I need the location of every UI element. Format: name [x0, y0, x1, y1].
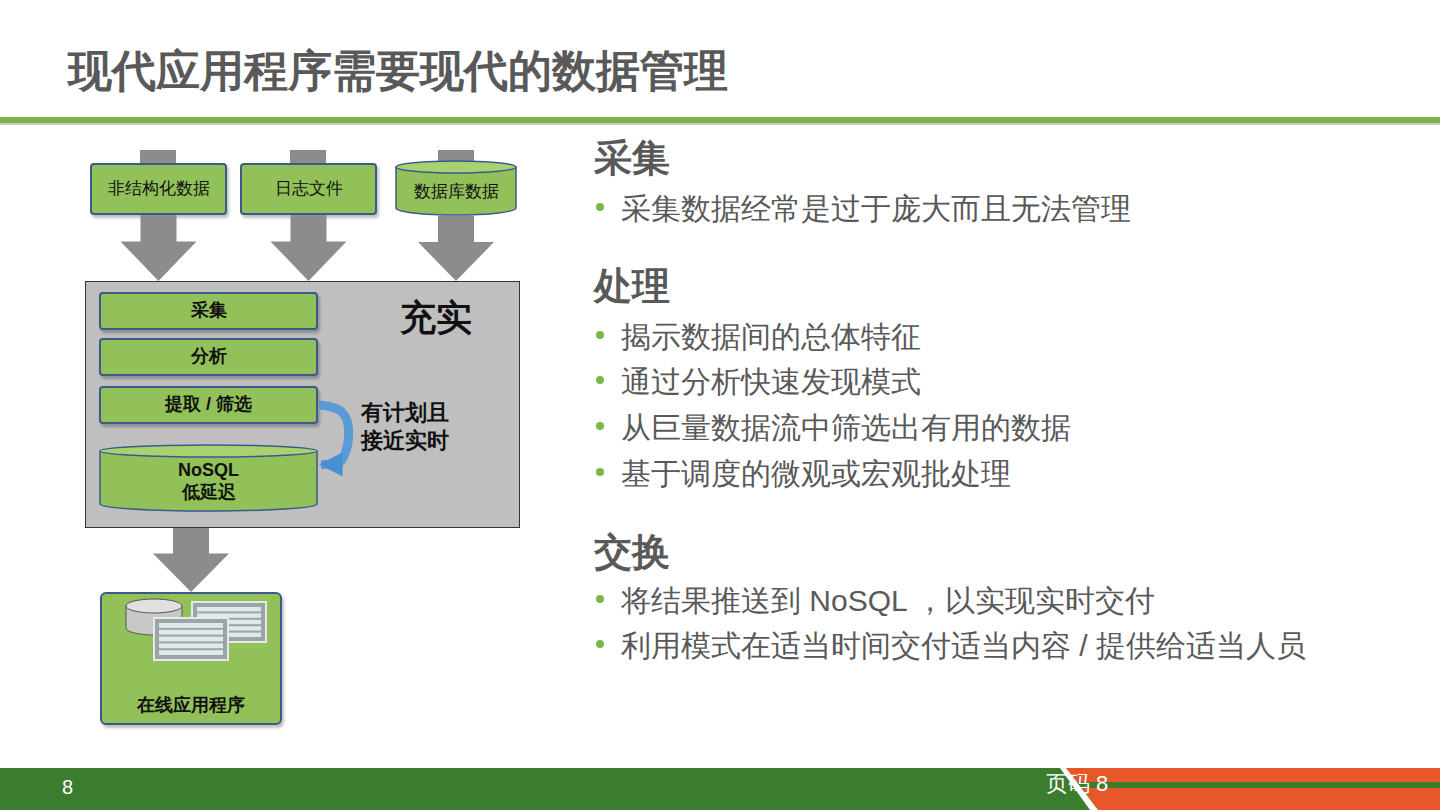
- bullet-text: 利用模式在适当时间交付适当内容 / 提供给适当人员: [621, 628, 1306, 664]
- server-slot: [159, 650, 223, 655]
- panel-heading: 充实: [400, 296, 472, 339]
- app-illustration: [102, 594, 284, 674]
- header-rule-shadow: [0, 123, 1440, 125]
- node-label: 日志文件: [275, 179, 343, 199]
- bullet-text: 采集数据经常是过于庞大而且无法管理: [621, 191, 1131, 227]
- app-box: 在线应用程序: [100, 592, 282, 725]
- server-slot: [159, 623, 223, 628]
- bullet-text: 从巨量数据流中筛选出有用的数据: [621, 410, 1071, 446]
- source-box: 非结构化数据: [90, 163, 227, 215]
- bullet-dot: [596, 468, 604, 476]
- node-label: 数据库数据: [414, 182, 499, 202]
- block-arrow: [153, 528, 229, 592]
- block-arrow: [271, 215, 347, 281]
- node-label: 提取 / 筛选: [165, 394, 252, 416]
- bullet-dot: [596, 595, 604, 603]
- enrich-panel: 采集分析提取 / 筛选 NoSQL 低延迟 充实: [85, 281, 520, 528]
- bullet-text: 基于调度的微观或宏观批处理: [621, 456, 1011, 492]
- server-slot: [159, 643, 223, 648]
- server-icon: [154, 618, 228, 660]
- header-rule: [0, 117, 1440, 123]
- cylinder-body: [396, 167, 516, 215]
- bullet-dot: [596, 376, 604, 384]
- cylinder-top: [100, 445, 317, 457]
- section-heading: 处理: [594, 264, 670, 310]
- process-box: 采集: [99, 292, 318, 330]
- process-box: 提取 / 筛选: [99, 386, 318, 424]
- server-slot: [159, 630, 223, 635]
- node-label: 分析: [191, 346, 227, 368]
- source-box: 日志文件: [240, 163, 377, 215]
- nosql-cylinder: NoSQL 低延迟: [99, 444, 318, 512]
- server-slot: [159, 637, 223, 642]
- section-heading: 采集: [594, 136, 670, 182]
- section-heading: 交换: [594, 530, 670, 576]
- footer-text: 8: [62, 775, 73, 799]
- database-cylinder: 数据库数据: [395, 160, 517, 216]
- block-arrow: [121, 215, 197, 281]
- bullet-dot: [596, 422, 604, 430]
- footer-band: [0, 768, 1440, 810]
- bullet-dot: [596, 331, 604, 339]
- bullet-dot: [596, 640, 604, 648]
- node-label: 采集: [191, 300, 227, 322]
- process-box: 分析: [99, 338, 318, 376]
- slide-title: 现代应用程序需要现代的数据管理: [68, 42, 728, 101]
- cylinder-top: [396, 161, 516, 173]
- bullet-text: 将结果推送到 NoSQL ，以实现实时交付: [621, 583, 1155, 619]
- bullet-text: 通过分析快速发现模式: [621, 364, 921, 400]
- node-label: 非结构化数据: [108, 179, 210, 199]
- bullet-dot: [596, 203, 604, 211]
- edge-label: 有计划且 接近实时: [361, 399, 453, 454]
- block-arrow: [418, 216, 494, 281]
- cylinder-body: [100, 451, 317, 511]
- footer-text: 页码 8: [1046, 771, 1108, 797]
- footer-stripe: [1066, 768, 1440, 782]
- node-label: 在线应用程序: [137, 695, 245, 717]
- server-slot: [197, 607, 261, 611]
- node-label: NoSQL 低延迟: [176, 460, 242, 503]
- footer-stripe: [1082, 788, 1440, 810]
- db-icon-top: [126, 599, 182, 613]
- bullet-text: 揭示数据间的总体特征: [621, 319, 921, 355]
